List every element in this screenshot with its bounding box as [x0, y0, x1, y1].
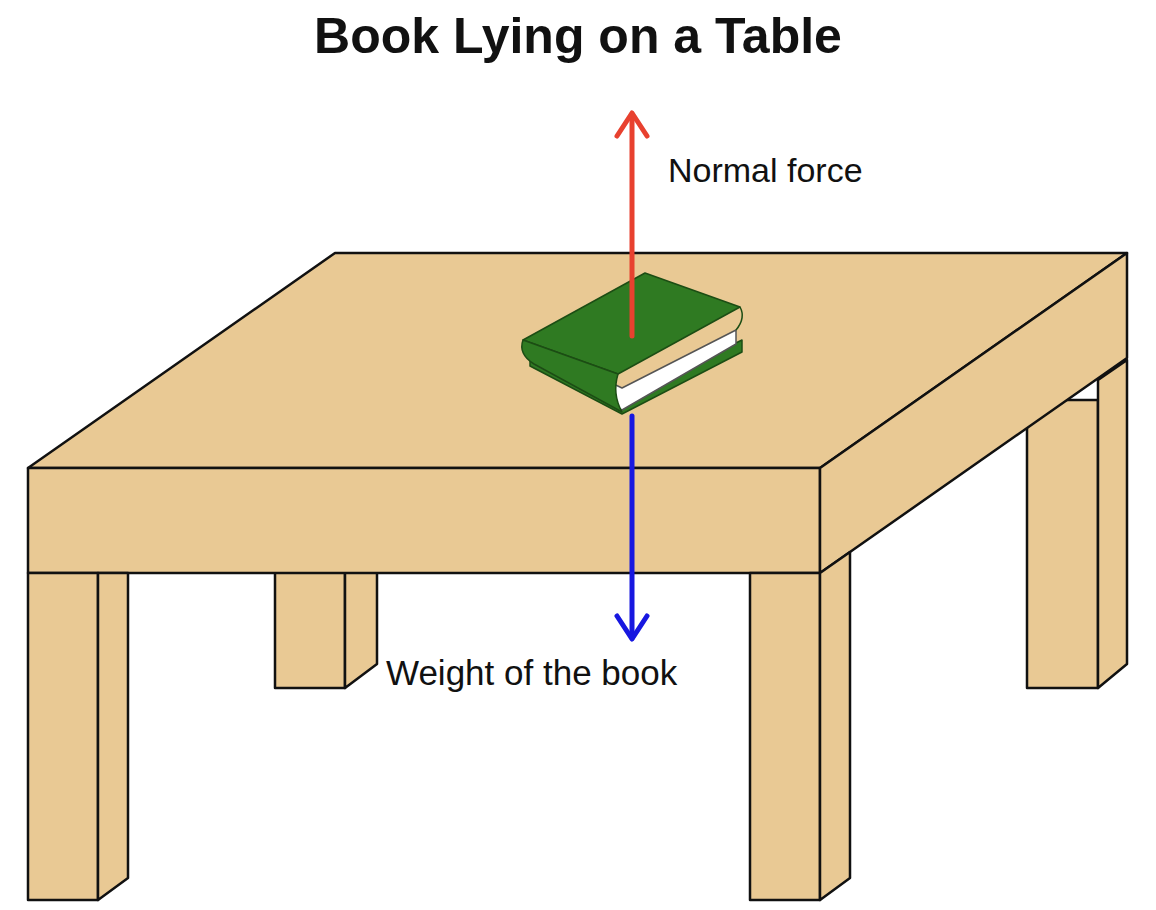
book-cover-edge	[736, 307, 742, 330]
weight-arrow	[630, 416, 635, 638]
table-leg	[1027, 400, 1098, 688]
table-leg-side	[345, 560, 377, 688]
table-leg-side	[98, 573, 128, 900]
book-spine	[522, 340, 622, 412]
table-leg	[275, 560, 345, 688]
table-front-face	[28, 468, 820, 573]
force-label: Normal force	[668, 150, 863, 191]
table-leg-side	[820, 552, 850, 900]
arrow-head	[617, 113, 647, 136]
table-side-face	[820, 253, 1127, 573]
normal-force-arrow	[630, 114, 635, 336]
force-label: Weight of the book	[386, 652, 677, 694]
diagram-title: Book Lying on a Table	[0, 6, 1156, 66]
table-leg	[28, 573, 98, 900]
table-leg	[750, 573, 820, 900]
table-leg-side	[1098, 360, 1127, 688]
arrow-head	[617, 616, 647, 639]
